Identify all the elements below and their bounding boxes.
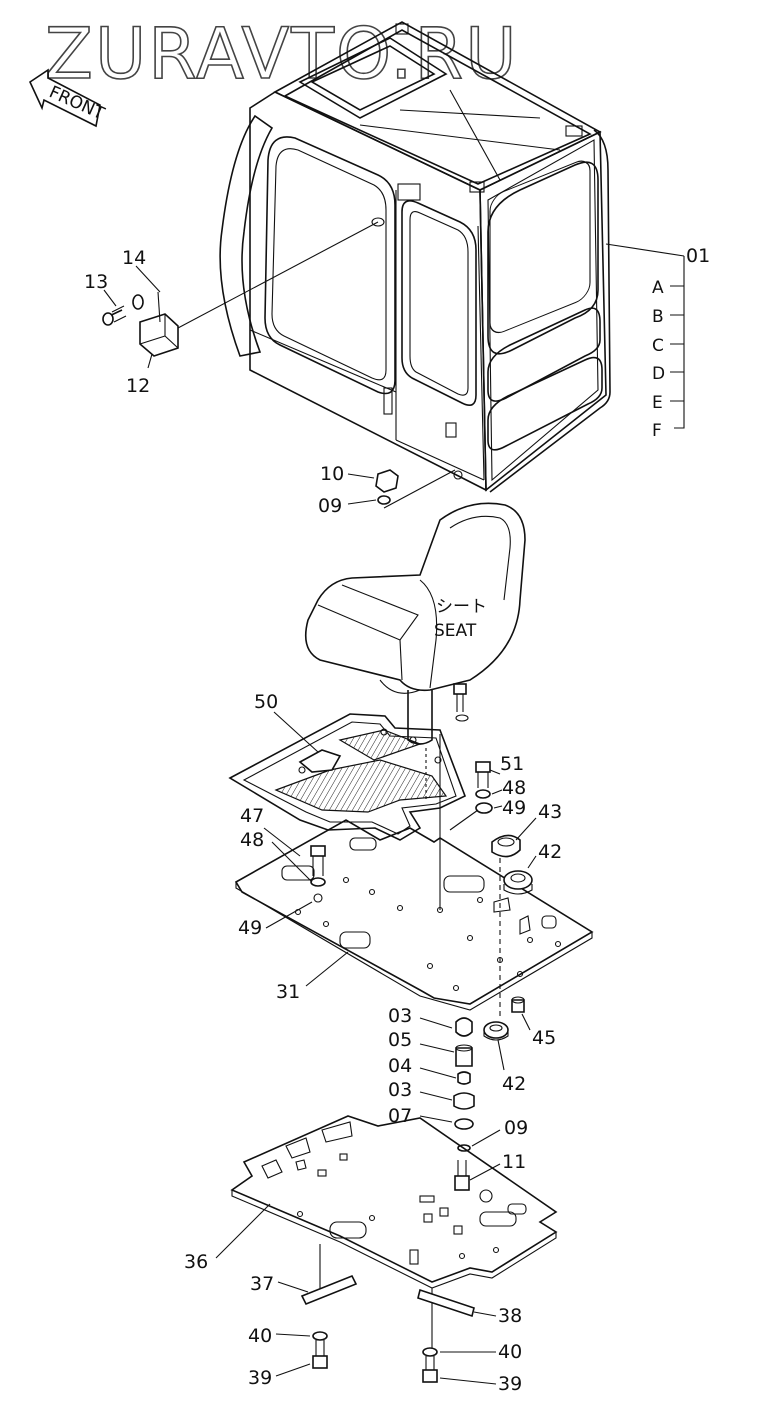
bracket-37 [300,1274,358,1369]
variant-a: A [652,278,664,298]
label-03-top: 03 [388,1005,412,1027]
label-43: 43 [538,801,562,823]
label-39-left: 39 [248,1367,272,1389]
label-40-left: 40 [248,1325,272,1347]
label-09-bottom: 09 [504,1117,528,1139]
label-45: 45 [532,1027,556,1049]
label-31: 31 [276,981,300,1003]
label-42-bottom: 42 [502,1073,526,1095]
label-48-left: 48 [240,829,264,851]
label-09-top: 09 [318,495,342,517]
label-04: 04 [388,1055,412,1077]
label-36: 36 [184,1251,208,1273]
label-13: 13 [84,271,108,293]
label-40-right: 40 [498,1341,522,1363]
leader-lines [103,243,685,1385]
label-12: 12 [126,375,150,397]
bolt-11 [454,1160,470,1191]
part-labels: 01 A B C D E F 13 14 12 10 09 シート SEAT 5… [84,245,710,1395]
mount-43 [491,834,521,858]
mount-stack [453,1017,475,1152]
label-01: 01 [686,245,710,267]
bracket-38 [417,1288,475,1383]
bolt-48-left [310,845,326,887]
label-48-right: 48 [502,777,526,799]
floor-mat-50 [228,713,467,841]
watermark: ZURAVTO.RU [45,13,518,95]
label-37: 37 [250,1273,274,1295]
variant-c: C [652,336,664,356]
variant-e: E [652,393,663,413]
grommet-42-bottom [483,1021,509,1041]
label-10: 10 [320,463,344,485]
seat-label-en: SEAT [434,621,477,641]
label-11: 11 [502,1151,526,1173]
seat-label-jp: シート [436,597,487,617]
label-50: 50 [254,691,278,713]
label-05: 05 [388,1029,412,1051]
seat [304,502,526,745]
label-42-top: 42 [538,841,562,863]
label-07: 07 [388,1105,412,1127]
screw-13 [102,305,127,326]
label-49-right: 49 [502,797,526,819]
bushing-45 [511,996,525,1013]
label-51: 51 [500,753,524,775]
grommet-42-top [503,870,533,895]
label-47: 47 [240,805,264,827]
label-03-bottom: 03 [388,1079,412,1101]
label-39-right: 39 [498,1373,522,1395]
base-plate-36 [230,1115,558,1348]
label-14: 14 [122,247,146,269]
variant-d: D [652,364,665,384]
label-49-left: 49 [238,917,262,939]
washer-14 [132,294,144,310]
nut-10 [375,469,463,509]
bolt-51 [449,761,493,831]
part-12-box [139,217,385,357]
variant-b: B [652,307,664,327]
label-38: 38 [498,1305,522,1327]
variant-f: F [652,421,662,441]
cab-assembly [219,21,611,493]
leader-14 [157,291,161,323]
